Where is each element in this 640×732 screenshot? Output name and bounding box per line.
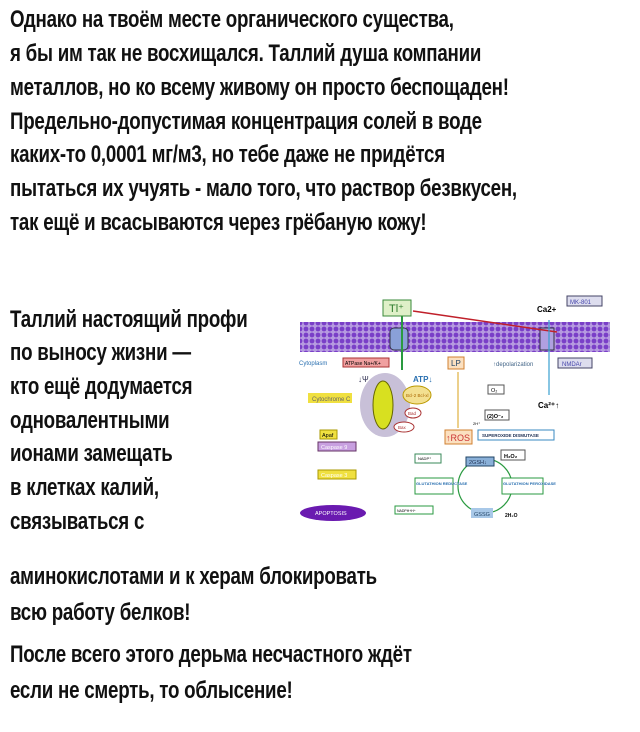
label: ATPase Na+/K+ [345,361,381,367]
label: Caspase 3 [321,473,347,479]
label: H₂O₂ [504,454,518,460]
apoptosis-badge [300,505,366,521]
cell-membrane [300,322,610,352]
label: ↑depolarization [493,362,533,368]
text-line: кто ещё додумается [10,373,193,400]
label: Bax [398,425,407,430]
nmda-channel-icon [539,327,555,351]
label: 2H₂O [505,513,518,519]
label: Apaf [322,433,334,439]
label: 2GSH↓ [469,460,487,466]
text-line: аминокислотами и к херам блокировать [10,563,377,590]
label: SUPEROXIDE DISMUTASE [482,433,539,438]
text-line: После всего этого дерьма несчастного ждё… [10,641,412,668]
text-line: если не смерть, то облысение! [10,677,293,704]
label: NADP⁺ [418,456,431,461]
text-line: Таллий настоящий профи [10,306,248,333]
thallium-label: Tl⁺ [389,303,404,315]
text-line: каких-то 0,0001 мг/м3, но тебе даже не п… [10,141,445,168]
text-line: металлов, но ко всему живому он просто б… [10,74,509,101]
label: Cytoplasm [299,361,327,367]
text-line: в клетках калий, [10,474,159,501]
label: Bad [408,411,417,416]
text-line: одновалентными [10,407,170,434]
label: GLUTATHION PEROXIDASE [503,481,556,486]
text-line: связываться с [10,508,145,535]
label: APOPTOSIS [315,511,347,517]
label: O₂ [491,388,497,394]
label: Ca²⁺↑ [538,401,559,410]
label: GLUTATHION REDUCTASE [416,481,468,486]
label: (2)O⁻₂ [487,414,504,420]
text-line: по выносу жизни — [10,339,191,366]
text-line: Предельно-допустимая концентрация солей … [10,108,482,135]
label: ↑ROS [446,433,470,443]
label: 2H⁺ [473,421,480,426]
label: Cytochrome C [312,397,351,403]
label: ATP↓ [413,375,432,384]
label: LP [451,359,461,368]
text-line: всю работу белков! [10,599,191,626]
label: Caspase 9 [321,445,347,451]
label: GSSG [474,512,490,518]
text-line: пытаться их учуять - мало того, что раст… [10,175,517,202]
text-line: Однако на твоём месте органического суще… [10,6,454,33]
label: ↓Ψ [358,375,369,384]
ion-channel-icon [389,327,409,351]
label: MK-801 [570,300,592,306]
label: NADPH+H⁺ [397,509,416,513]
label: Bcl-2 Bcl-xl [406,393,429,398]
thallium-toxicity-diagram: Tl⁺ Ca2+ MK-801 Cytoplasm ATPase Na+/K+ … [299,295,610,521]
label: Ca2+ [537,305,557,314]
text-line: ионами замещать [10,440,173,467]
text-line: так ещё и всасываются через грёбаную кож… [10,209,427,236]
label: NMDAr [562,362,582,368]
text-line: я бы им так не восхищался. Таллий душа к… [10,40,482,67]
